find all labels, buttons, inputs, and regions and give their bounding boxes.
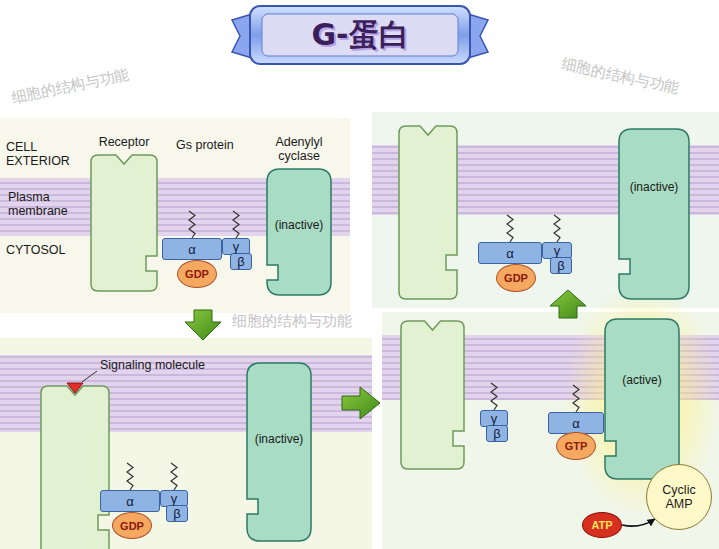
- nucleotide-label: GDP: [120, 520, 144, 532]
- g-protein-subunit: α: [548, 412, 604, 434]
- shape-body: (inactive): [618, 128, 690, 300]
- title-banner: [232, 6, 488, 64]
- lipid-anchor: [507, 215, 513, 242]
- g-protein-subunit: β: [486, 425, 508, 442]
- receptor-shape: [399, 126, 457, 299]
- nucleotide-oval: GDP: [496, 264, 536, 292]
- reaction-arrow: [622, 519, 655, 526]
- outline: [605, 319, 679, 479]
- adenylyl-cyclase: Adenylyl cyclase (inactive): [266, 136, 332, 296]
- g-protein-subunit: β: [166, 505, 188, 522]
- adenylyl-cyclase: (inactive): [618, 128, 690, 300]
- receptor-shape: [41, 386, 109, 549]
- shape-body: (active): [604, 318, 680, 480]
- g-protein-subunit: α: [100, 490, 160, 512]
- cyclase-shape: [618, 128, 690, 300]
- nucleotide-label: GDP: [185, 268, 209, 280]
- subunit-label: α: [188, 243, 196, 256]
- state-label: (inactive): [275, 218, 324, 232]
- outline: [91, 155, 157, 291]
- outline: [619, 129, 689, 299]
- state-label: (inactive): [255, 432, 304, 446]
- lipid-anchor: [491, 383, 497, 410]
- diagram-title: G-蛋白: [250, 6, 470, 64]
- cyclase-shape: [266, 168, 332, 296]
- subunit-label: β: [557, 259, 564, 272]
- watermark: 细胞的结构与功能: [560, 55, 710, 103]
- lipid-anchor: [233, 211, 239, 238]
- product-label: Cyclic AMP: [655, 483, 703, 512]
- product-circle: Cyclic AMP: [646, 464, 712, 530]
- part-heading: Receptor: [90, 136, 158, 154]
- region-label: Plasma membrane: [8, 190, 78, 219]
- nucleotide-label: GDP: [504, 272, 528, 284]
- region-label: CELL EXTERIOR: [6, 140, 86, 169]
- nucleotide-oval: GTP: [556, 432, 596, 460]
- subunit-label: γ: [171, 492, 178, 505]
- state-label: (inactive): [630, 180, 679, 194]
- lipid-anchor: [573, 385, 579, 412]
- shape-body: (inactive): [266, 168, 332, 297]
- membrane-proteins: [41, 126, 579, 549]
- lipid-anchor: [554, 215, 560, 242]
- receptor: Receptor: [90, 136, 158, 292]
- cyclase-shape: [246, 362, 312, 542]
- g-protein-subunit: α: [478, 242, 542, 264]
- part-heading: Adenylyl cyclase: [266, 136, 332, 168]
- watermark: 细胞的结构与功能: [232, 312, 382, 329]
- part-label: Gs protein: [176, 138, 256, 152]
- lipid-anchor: [127, 463, 133, 490]
- g-protein-subunit: β: [550, 257, 572, 274]
- subunit-label: α: [506, 247, 514, 260]
- callout-label: Signaling molecule: [100, 358, 230, 372]
- subunit-label: β: [237, 255, 244, 268]
- subunit-label: α: [126, 495, 134, 508]
- shape-body: [90, 154, 158, 292]
- subunit-label: γ: [233, 240, 240, 253]
- shape-body: (inactive): [246, 362, 312, 542]
- receptor-shape: [401, 321, 464, 469]
- step-arrows: [185, 290, 586, 419]
- nucleotide-oval: GDP: [112, 512, 152, 539]
- cyclase-shape: [604, 318, 680, 480]
- state-label: (active): [622, 373, 661, 387]
- outline: [267, 169, 331, 295]
- nucleotide-oval: GDP: [177, 260, 217, 288]
- g-protein-subunit: α: [162, 238, 222, 260]
- lipid-anchor: [171, 463, 177, 490]
- region-label: CYTOSOL: [6, 243, 86, 257]
- nucleotide-label: GTP: [565, 440, 588, 452]
- subunit-label: β: [493, 427, 500, 440]
- receptor-shape: [90, 154, 158, 292]
- nucleotide-label: ATP: [591, 519, 612, 531]
- subunit-label: α: [572, 417, 580, 430]
- adenylyl-cyclase: (active): [604, 318, 680, 480]
- atp-oval: ATP: [582, 512, 622, 538]
- subunit-label: β: [173, 507, 180, 520]
- subunit-label: γ: [554, 244, 561, 257]
- watermark: 细胞的结构与功能: [10, 59, 160, 107]
- g-protein-subunit: β: [230, 253, 252, 270]
- outline: [247, 363, 311, 541]
- signaling-molecule: [67, 371, 97, 393]
- adenylyl-cyclase: (inactive): [246, 362, 312, 542]
- lipid-anchor: [189, 211, 195, 238]
- subunit-label: γ: [491, 412, 498, 425]
